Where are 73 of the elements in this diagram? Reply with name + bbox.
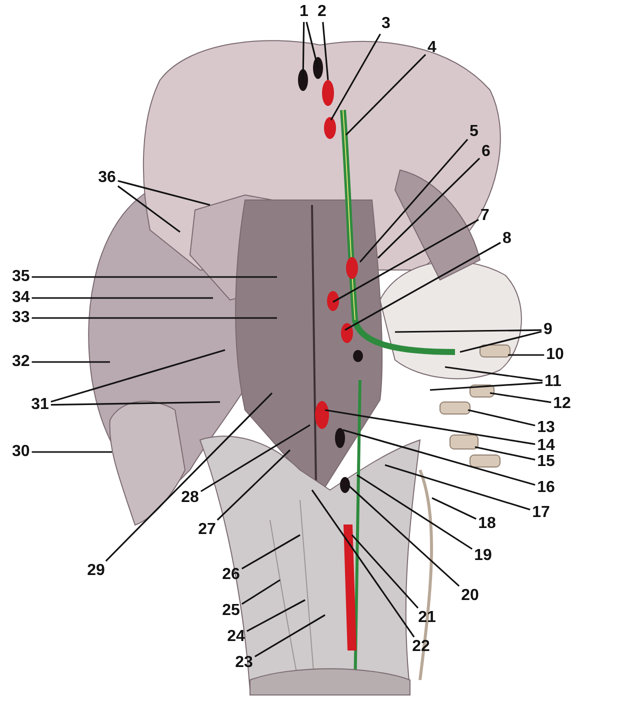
callout-number: 15 [537, 454, 555, 470]
callout-number: 31 [31, 397, 49, 413]
leader-line [50, 349, 226, 403]
leader-line [324, 409, 536, 446]
leader-line [359, 138, 468, 263]
leader-line [322, 22, 329, 80]
callout-number: 9 [544, 322, 552, 338]
leader-line [32, 451, 112, 453]
leader-line [241, 534, 300, 570]
callout-number: 34 [12, 290, 30, 306]
leader-line [351, 534, 419, 609]
callout-number: 7 [480, 208, 490, 224]
leader-line [50, 401, 220, 406]
leader-line [302, 22, 305, 80]
leader-line [32, 361, 110, 363]
callout-number: 27 [198, 522, 216, 538]
callout-number: 6 [482, 144, 490, 160]
callout-number: 19 [474, 548, 492, 564]
callout-number: 29 [87, 563, 105, 579]
leader-line [117, 185, 180, 233]
callout-number: 35 [12, 269, 30, 285]
leader-line [32, 297, 213, 299]
leader-line [356, 474, 473, 550]
callout-number: 5 [470, 124, 478, 140]
leader-line [384, 464, 530, 510]
leader-line [430, 382, 543, 391]
leader-line [468, 409, 536, 426]
callout-number: 3 [382, 16, 390, 32]
callout-number: 16 [537, 480, 555, 496]
callout-number: 8 [502, 231, 512, 247]
leader-line [377, 158, 480, 259]
leader-line [460, 330, 542, 353]
callout-number: 30 [12, 444, 30, 460]
leader-line [347, 484, 460, 587]
callout-number: 24 [227, 629, 245, 645]
leader-line [345, 54, 426, 136]
leader-line [444, 366, 543, 382]
leader-line [432, 497, 476, 520]
leader-line [394, 329, 542, 333]
leader-line [254, 614, 326, 658]
leader-line [342, 429, 536, 486]
leader-line [246, 599, 306, 632]
callout-number: 12 [553, 396, 571, 412]
callout-number: 32 [12, 354, 30, 370]
leader-line [474, 446, 536, 460]
leader-line [200, 424, 310, 492]
leader-line [241, 579, 280, 605]
callout-number: 17 [532, 505, 550, 521]
callout-number: 20 [461, 588, 479, 604]
callout-number: 18 [478, 516, 496, 532]
callout-number: 2 [318, 4, 326, 20]
callout-number: 4 [428, 40, 436, 56]
callout-number: 1 [300, 4, 308, 20]
callout-number: 36 [98, 170, 116, 186]
leader-line [508, 354, 544, 356]
leader-line [32, 317, 277, 319]
callout-number: 14 [537, 438, 555, 454]
callout-number: 11 [544, 374, 562, 390]
callout-number: 21 [418, 610, 436, 626]
callout-number: 28 [181, 490, 199, 506]
callout-number: 10 [546, 347, 564, 363]
leader-line [311, 490, 415, 638]
leader-line [490, 392, 552, 404]
leader-line [344, 242, 501, 331]
leader-line [118, 180, 210, 206]
callout-number: 33 [12, 310, 30, 326]
leader-line [32, 276, 277, 278]
leader-line [332, 218, 479, 303]
callout-number: 25 [222, 603, 240, 619]
callout-number: 13 [537, 420, 555, 436]
leader-line [105, 392, 273, 562]
leader-line [306, 22, 319, 68]
callout-number: 22 [412, 639, 430, 655]
